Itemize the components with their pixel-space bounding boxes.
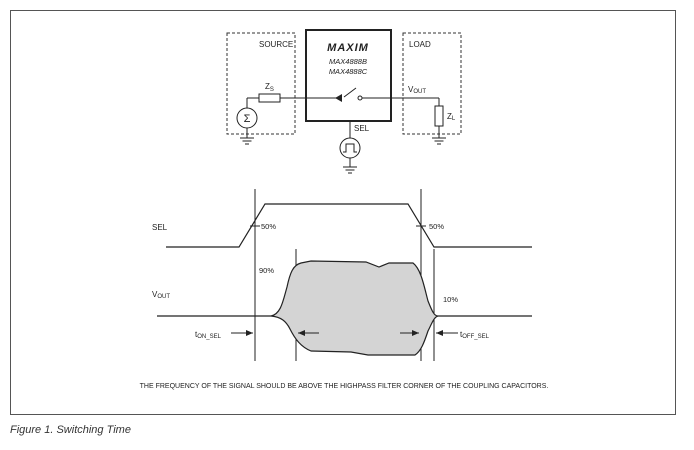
pct-50-left: 50%: [261, 222, 276, 231]
zl-label: ZL: [447, 112, 456, 122]
sel-schematic-label: SEL: [354, 124, 370, 133]
sel-timing-label: SEL: [152, 223, 168, 232]
toff-label: tOFF_SEL: [460, 330, 490, 340]
load-box: [402, 32, 462, 135]
pct-10: 10%: [443, 295, 458, 304]
maxim-logo: MAXIM: [327, 42, 369, 54]
zs-resistor: [258, 93, 281, 103]
sel-waveform: [166, 203, 532, 248]
zs-label: ZS: [265, 82, 274, 93]
switching-time-diagram: SOURCE LOAD MAXIM MAX4888B MAX4888C ZS Σ…: [140, 29, 549, 390]
ton-label: tON_SEL: [195, 330, 222, 340]
source-box: [226, 32, 296, 135]
vout-schematic-label: VOUT: [408, 85, 426, 95]
figure-caption: Figure 1. Switching Time: [10, 424, 131, 436]
source-label: SOURCE: [259, 40, 293, 49]
switch-arm: [343, 87, 357, 98]
pct-90: 90%: [259, 266, 274, 275]
vout-envelope: [270, 260, 439, 356]
vout-timing-label: VOUT: [152, 290, 170, 300]
sigma-symbol: Σ: [244, 113, 251, 125]
chip-part-2: MAX4888C: [329, 67, 368, 76]
switch-triangle: [335, 94, 342, 102]
chip-box: [305, 29, 392, 122]
zl-resistor: [434, 105, 444, 127]
pct-50-right: 50%: [429, 222, 444, 231]
chip-part-1: MAX4888B: [329, 57, 367, 66]
ground-icon-sel: [343, 166, 357, 174]
load-label: LOAD: [409, 40, 431, 49]
ground-icon-source: [240, 137, 254, 145]
switch-contact: [357, 95, 363, 101]
ground-icon-load: [432, 137, 446, 145]
figure-frame: SOURCE LOAD MAXIM MAX4888B MAX4888C ZS Σ…: [10, 10, 676, 415]
pulse-source-icon: [339, 137, 361, 159]
frequency-note: THE FREQUENCY OF THE SIGNAL SHOULD BE AB…: [140, 383, 549, 390]
